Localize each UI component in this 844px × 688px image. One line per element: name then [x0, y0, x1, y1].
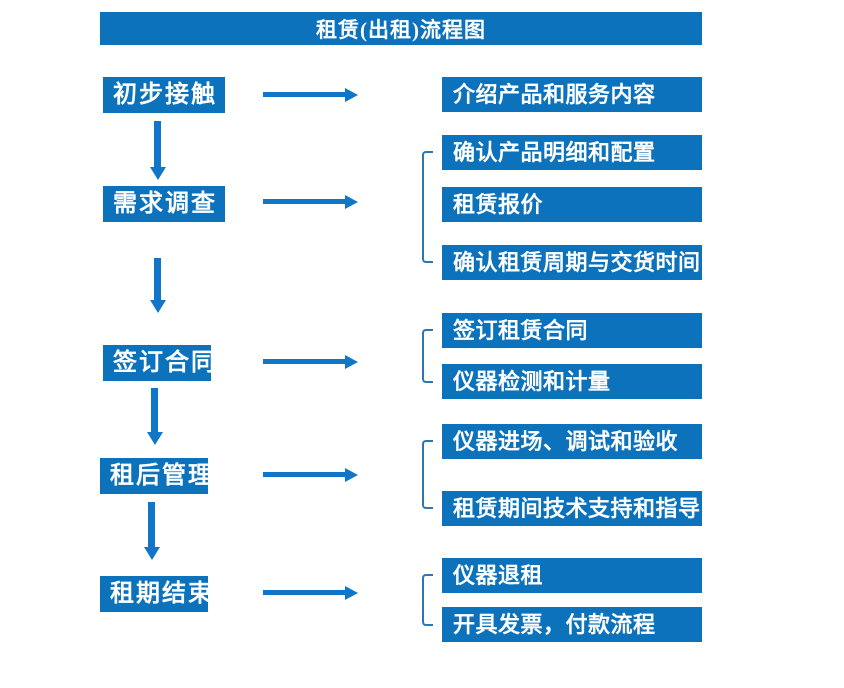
bracket-sign-contract-group	[422, 329, 433, 383]
arrow-head	[144, 547, 160, 560]
bracket-demand-survey-group	[422, 151, 433, 263]
down-arrow	[144, 502, 160, 560]
detail-label: 开具发票，付款流程	[453, 612, 656, 637]
stage-box-initial-contact: 初步接触	[103, 77, 225, 113]
stage-label: 租后管理	[110, 463, 214, 489]
arrow-shaft	[154, 258, 161, 301]
flow-title-bar: 租赁(出租)流程图	[100, 12, 702, 45]
detail-label: 仪器检测和计量	[453, 369, 611, 394]
detail-box-tech-support: 租赁期间技术支持和指导	[442, 491, 702, 526]
arrow-head	[345, 355, 358, 369]
stage-label: 需求调查	[113, 191, 217, 217]
arrow-shaft	[263, 199, 346, 204]
down-arrow	[147, 388, 163, 445]
stage-box-demand-survey: 需求调查	[103, 186, 225, 222]
stage-label: 租期结束	[110, 581, 214, 607]
detail-box-sign-rental-contract: 签订租赁合同	[442, 313, 702, 348]
right-arrow	[263, 195, 358, 209]
arrow-shaft	[263, 92, 346, 97]
detail-label: 确认租赁周期与交货时间	[453, 250, 701, 275]
right-arrow	[263, 586, 358, 600]
arrow-head	[150, 167, 166, 180]
detail-box-confirm-period-delivery: 确认租赁周期与交货时间	[442, 245, 702, 280]
arrow-head	[345, 468, 358, 482]
arrow-shaft	[151, 388, 158, 433]
detail-label: 介绍产品和服务内容	[453, 82, 656, 107]
down-arrow	[150, 121, 166, 180]
bracket-rental-end-group	[422, 574, 433, 626]
arrow-head	[150, 300, 166, 313]
detail-box-instrument-testing: 仪器检测和计量	[442, 364, 702, 399]
stage-box-post-rental-management: 租后管理	[100, 458, 212, 494]
arrow-head	[345, 195, 358, 209]
detail-label: 仪器进场、调试和验收	[453, 429, 679, 454]
arrow-shaft	[263, 590, 346, 595]
arrow-shaft	[154, 121, 161, 168]
detail-box-instrument-return: 仪器退租	[442, 558, 702, 593]
arrow-head	[345, 88, 358, 102]
detail-box-rental-quote: 租赁报价	[442, 187, 702, 222]
detail-label: 仪器退租	[453, 563, 544, 588]
flow-title: 租赁(出租)流程图	[316, 17, 486, 42]
detail-box-confirm-product-config: 确认产品明细和配置	[442, 135, 702, 170]
detail-box-introduce-products: 介绍产品和服务内容	[442, 77, 702, 112]
detail-label: 确认产品明细和配置	[453, 140, 656, 165]
arrow-head	[147, 432, 163, 445]
right-arrow	[263, 355, 358, 369]
down-arrow	[150, 258, 166, 313]
detail-box-instrument-setup-acceptance: 仪器进场、调试和验收	[442, 424, 702, 459]
arrow-shaft	[148, 502, 155, 548]
stage-box-rental-end: 租期结束	[100, 576, 212, 612]
bracket-post-rental-group	[422, 440, 433, 509]
arrow-shaft	[263, 359, 346, 364]
detail-label: 签订租赁合同	[453, 318, 589, 343]
stage-label: 签订合同	[113, 350, 217, 376]
right-arrow	[263, 468, 358, 482]
arrow-head	[345, 586, 358, 600]
detail-label: 租赁期间技术支持和指导	[453, 496, 701, 521]
right-arrow	[263, 88, 358, 102]
detail-label: 租赁报价	[453, 192, 544, 217]
stage-box-sign-contract: 签订合同	[103, 345, 215, 381]
arrow-shaft	[263, 472, 346, 477]
detail-box-invoice-payment: 开具发票，付款流程	[442, 607, 702, 642]
stage-label: 初步接触	[113, 82, 217, 108]
